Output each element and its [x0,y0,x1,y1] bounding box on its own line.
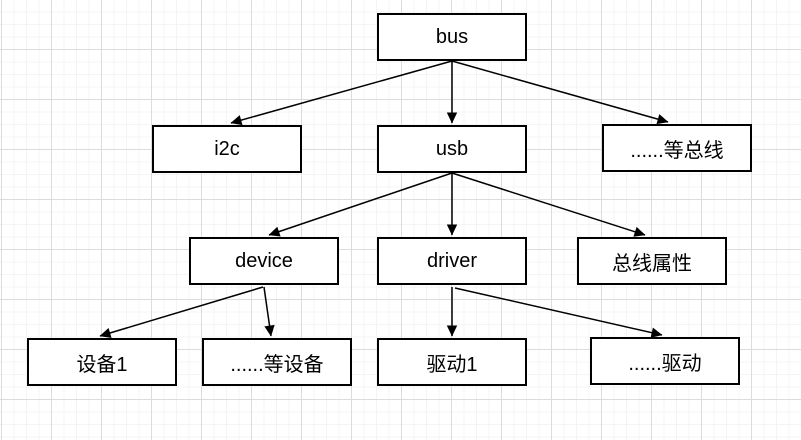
edge-driver-other-drivers[interactable] [454,287,663,338]
edge-usb-bus-attrs[interactable] [451,172,646,237]
node-driver-label: driver [426,249,477,272]
node-i2c[interactable]: i2c [152,125,302,173]
node-bus-attributes-label: 总线属性 [612,252,692,275]
edge-usb-device[interactable] [268,172,453,237]
edge-bus-other-buses[interactable] [451,60,669,125]
node-bus-attributes[interactable]: 总线属性 [577,237,727,285]
node-other-drivers-label: ......驱动 [628,352,702,375]
node-other-drivers[interactable]: ......驱动 [590,337,740,385]
node-device-label: device [235,249,293,272]
node-other-devices[interactable]: ......等设备 [202,338,352,386]
node-i2c-label: i2c [214,137,240,160]
node-usb-label: usb [435,137,469,160]
node-driver1[interactable]: 驱动1 [377,338,527,386]
edge-device-other-devices[interactable] [263,286,275,337]
node-device1[interactable]: 设备1 [27,338,177,386]
node-other-buses-label: ......等总线 [630,139,724,162]
node-other-devices-label: ......等设备 [230,353,324,376]
edge-device-device1[interactable] [99,286,264,338]
node-driver1-label: 驱动1 [426,353,478,376]
node-device1-label: 设备1 [76,353,128,376]
node-usb[interactable]: usb [377,125,527,173]
edge-bus-i2c[interactable] [230,60,453,126]
node-bus[interactable]: bus [377,13,527,61]
node-bus-label: bus [435,25,469,48]
node-device[interactable]: device [189,237,339,285]
node-driver[interactable]: driver [377,237,527,285]
node-other-buses[interactable]: ......等总线 [602,124,752,172]
